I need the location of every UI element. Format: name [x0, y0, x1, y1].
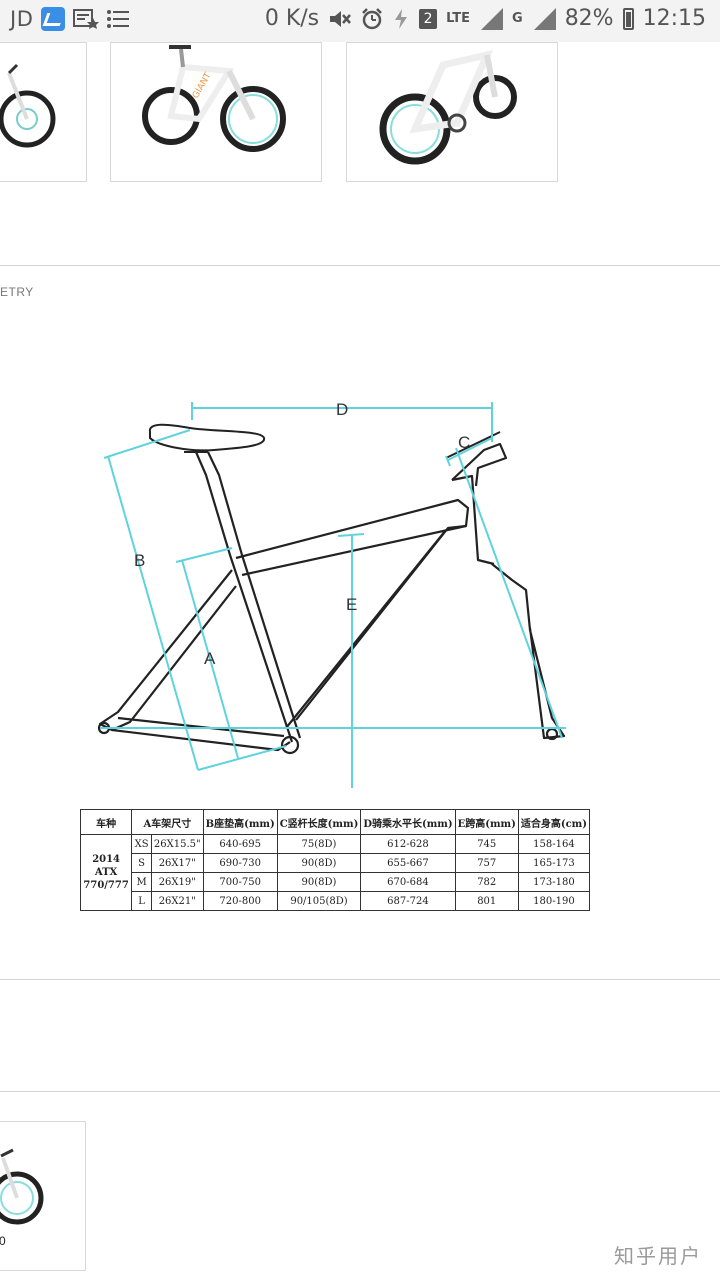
bike-thumbnail-2[interactable]: GIANT	[110, 42, 322, 182]
size-code: XS	[131, 834, 152, 854]
model-cell: 2014 ATX 770/777	[79, 834, 133, 911]
c-value: 90/105(8D)	[276, 891, 362, 911]
b-value: 640-695	[202, 834, 278, 854]
data-saver-icon	[395, 8, 408, 29]
list-icon	[107, 10, 130, 28]
section-divider	[0, 265, 720, 266]
signal-icon-2	[532, 7, 556, 30]
d-value: 655-667	[360, 853, 456, 873]
section-divider	[0, 1091, 720, 1092]
clock: 12:15	[642, 6, 706, 31]
battery-percent: 82%	[564, 6, 614, 31]
signal-icon	[479, 7, 504, 30]
seat-stay	[98, 569, 237, 732]
bike-thumbnail-bottom[interactable]: 0	[0, 1121, 86, 1271]
steering-axis	[455, 447, 563, 739]
table-row: S 26X17" 690-730 90(8D) 655-667 757 165-…	[81, 853, 591, 873]
table-row: M 26X19" 700-750 90(8D) 670-684 782 173-…	[81, 872, 591, 892]
chain-stay	[111, 728, 291, 752]
size-code: S	[131, 853, 152, 873]
header-frame-size: A车架尺寸	[131, 809, 204, 835]
e-value: 745	[454, 834, 519, 854]
bike-image	[0, 63, 56, 148]
dimension-c-line	[447, 437, 493, 461]
dimension-b-line	[107, 455, 199, 771]
frame-size: 26X19"	[150, 872, 204, 892]
bike-image	[379, 50, 517, 165]
b-value: 690-730	[202, 853, 278, 873]
geometry-table: 车种 A车架尺寸 B座垫高(mm) C竖杆长度(mm) D骑乘水平长(mm) E…	[79, 809, 591, 911]
frame-size: 26X21"	[150, 891, 204, 911]
header-c: C竖杆长度(mm)	[276, 809, 362, 835]
header-b: B座垫高(mm)	[202, 809, 278, 835]
label-a: A	[204, 649, 216, 668]
jd-app-icon: JD	[10, 7, 34, 31]
c-value: 75(8D)	[276, 834, 362, 854]
bike-thumbnail-1[interactable]	[0, 42, 87, 182]
height-value: 165-173	[517, 853, 591, 873]
size-code: M	[131, 872, 152, 892]
frame-geometry-diagram: D C B E A	[97, 400, 566, 788]
d-value: 670-684	[360, 872, 456, 892]
bottom-bracket	[280, 735, 300, 755]
sim-badge: 2	[419, 8, 438, 29]
label-c: C	[458, 433, 470, 452]
watermark: 知乎用户	[614, 1244, 702, 1268]
top-tube	[235, 498, 470, 577]
frame-size: 26X15.5"	[150, 834, 204, 854]
c-value: 90(8D)	[276, 853, 362, 873]
frame-size: 26X17"	[150, 853, 204, 873]
c-value: 90(8D)	[276, 872, 362, 892]
d-value: 687-724	[360, 891, 456, 911]
b-value: 700-750	[202, 872, 278, 892]
mute-icon	[330, 10, 352, 27]
table-row: 2014 ATX 770/777 XS 26X15.5" 640-695 75(…	[79, 834, 591, 911]
alarm-icon	[362, 7, 383, 29]
section-heading: ETRY	[0, 285, 34, 299]
dimension-a-line	[181, 559, 239, 759]
g-label: G	[512, 11, 523, 26]
app-notification-icon	[41, 7, 66, 31]
header-e: E跨高(mm)	[454, 809, 519, 835]
height-value: 180-190	[517, 891, 591, 911]
d-value: 612-628	[360, 834, 456, 854]
battery-icon	[622, 7, 634, 30]
net-speed: 0 K/s	[264, 6, 320, 31]
seat-tube	[194, 451, 294, 743]
down-tube	[295, 524, 467, 721]
bike-thumbnail-3[interactable]	[346, 42, 558, 182]
lte-label: LTE	[446, 11, 471, 26]
e-value: 782	[454, 872, 519, 892]
label-e: E	[346, 595, 357, 614]
stem	[451, 442, 508, 487]
size-code: L	[131, 891, 152, 911]
status-bar: JD 0 K/s 2 LTE	[0, 0, 720, 42]
label-d: D	[336, 400, 348, 419]
height-value: 158-164	[517, 834, 591, 854]
e-value: 757	[454, 853, 519, 873]
table-header-row: 车种 A车架尺寸 B座垫高(mm) C竖杆长度(mm) D骑乘水平长(mm) E…	[79, 809, 591, 835]
news-icon	[73, 9, 100, 29]
b-value: 720-800	[202, 891, 278, 911]
table-row: L 26X21" 720-800 90/105(8D) 687-724 801 …	[81, 891, 591, 911]
label-b: B	[134, 551, 145, 570]
height-value: 173-180	[517, 872, 591, 892]
head-tube	[451, 474, 495, 566]
header-height: 适合身高(cm)	[517, 809, 591, 835]
thumbnail-caption: 0	[0, 1234, 6, 1248]
saddle	[148, 423, 265, 452]
section-divider	[0, 979, 720, 980]
header-model: 车种	[79, 809, 133, 835]
bike-image: GIANT	[142, 45, 286, 152]
header-d: D骑乘水平长(mm)	[360, 809, 456, 835]
bike-image	[0, 1148, 44, 1225]
e-value: 801	[454, 891, 519, 911]
